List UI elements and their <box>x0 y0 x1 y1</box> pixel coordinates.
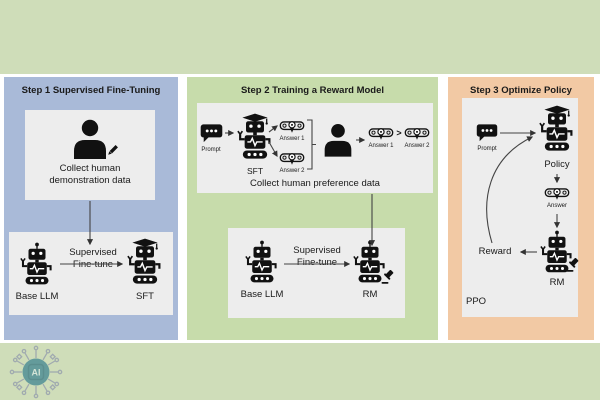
step2-picked-answer2-label: Answer 2 <box>404 143 430 149</box>
ai-logo-text: AI <box>32 368 41 378</box>
answer1-certificate-icon <box>279 119 305 134</box>
ai-chip-logo: AI <box>6 342 66 400</box>
step1-collect-caption: Collect human demonstration data <box>49 163 131 186</box>
sft-graduate-robot-icon <box>127 237 163 287</box>
step2-prompt-label: Prompt <box>201 147 221 153</box>
step3-reward-label: Reward <box>478 246 512 257</box>
prompt-bubble-icon <box>476 124 498 142</box>
preference-comparator: > <box>396 128 402 138</box>
step3-policy-label: Policy <box>544 159 570 170</box>
step2-picked-answer1-label: Answer 1 <box>368 143 394 149</box>
picked-answer2-certificate-icon <box>404 126 430 141</box>
step2-answer1-label: Answer 1 <box>279 136 305 142</box>
step2-collect-caption: Collect human preference data <box>250 178 380 189</box>
step3-ppo-label: PPO <box>466 296 487 307</box>
sft-graduate-robot-icon <box>237 112 273 162</box>
step1-base-llm-label: Base LLM <box>15 291 59 302</box>
step3-title: Step 3 Optimize Policy <box>470 85 572 96</box>
step3-prompt-label: Prompt <box>477 146 497 152</box>
step3-rm-label: RM <box>549 277 565 288</box>
picked-answer1-certificate-icon <box>368 126 394 141</box>
step1-sft-label: SFT <box>136 291 154 302</box>
prompt-bubble-icon <box>200 124 223 143</box>
policy-graduate-robot-icon <box>539 103 575 155</box>
step2-answer2-label: Answer 2 <box>279 168 305 174</box>
human-labeler-icon <box>72 119 108 159</box>
step2-sft-label: SFT <box>246 166 264 176</box>
bottom-band <box>0 343 600 400</box>
gavel-icon <box>566 258 580 272</box>
step1-title: Step 1 Supervised Fine-Tuning <box>21 85 161 96</box>
base-llm-robot-icon <box>20 241 54 287</box>
human-rater-icon <box>323 119 353 161</box>
base-llm-robot-icon <box>245 239 279 285</box>
step2-base-llm-label: Base LLM <box>240 289 284 300</box>
top-band <box>0 0 600 74</box>
answer-certificate-icon <box>544 186 570 201</box>
pencil-icon <box>106 144 119 157</box>
step2-rm-label: RM <box>362 289 378 300</box>
step2-finetune-arrow-label: Supervised Fine-tune <box>293 245 341 268</box>
step3-answer-label: Answer <box>546 203 567 209</box>
step1-finetune-arrow-label: Supervised Fine-tune <box>69 247 117 270</box>
step2-title: Step 2 Training a Reward Model <box>240 85 385 96</box>
gavel-icon <box>381 270 395 284</box>
answer2-certificate-icon <box>279 151 305 166</box>
